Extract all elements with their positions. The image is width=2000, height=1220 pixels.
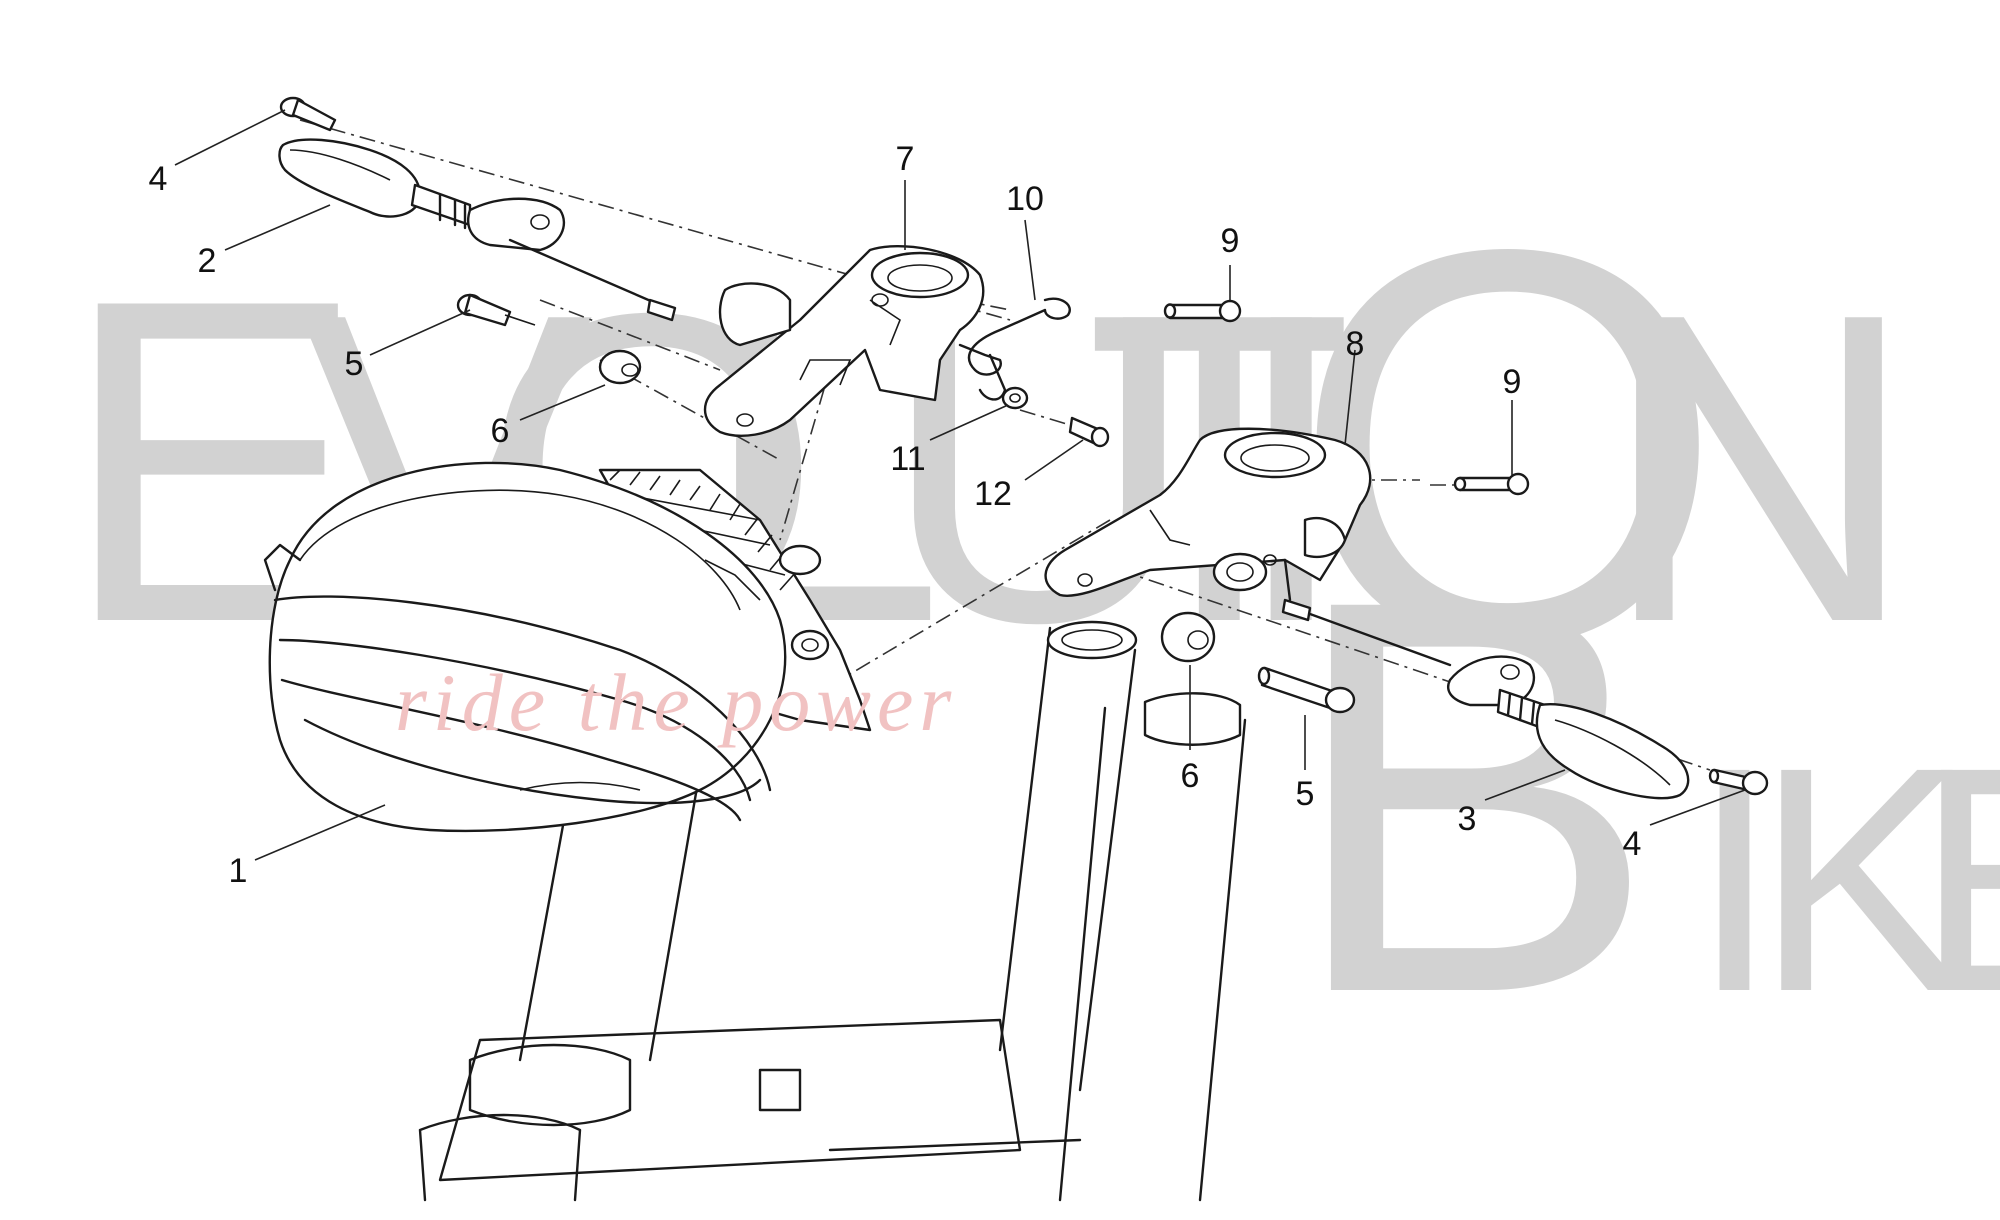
- right-bracket-pin: [1453, 472, 1530, 496]
- watermark-letter: E: [1915, 700, 2000, 1058]
- left-mounting-bracket: [703, 244, 985, 437]
- callout-5-left-bolt: 5: [345, 345, 364, 383]
- callout-11-washer: 11: [890, 440, 925, 478]
- watermark-letter: B: [1285, 483, 1659, 1109]
- callout-6-left-spacer: 6: [491, 412, 510, 450]
- callout-12-screw: 12: [974, 475, 1012, 513]
- headlight-unit: [263, 461, 872, 833]
- watermark-letter: K: [1755, 700, 1968, 1058]
- right-mounting-bracket: [1044, 427, 1372, 602]
- bracket-clip-spring: [958, 297, 1071, 401]
- callout-1-headlight: 1: [229, 852, 248, 890]
- right-mount-bolt: [1257, 666, 1356, 714]
- callout-9-upper-pin: 9: [1221, 222, 1240, 260]
- left-mount-bolt: [456, 293, 536, 327]
- fork-assembly: [418, 620, 1247, 1202]
- left-indicator-screw: [279, 96, 337, 132]
- right-indicator-screw: [1708, 768, 1769, 796]
- callout-7-left-bracket: 7: [896, 140, 915, 178]
- small-washer: [1001, 386, 1029, 410]
- callout-3-right-indicator: 3: [1458, 800, 1477, 838]
- callout-leader-lines: [174, 109, 1746, 861]
- callout-4-left-screw: 4: [149, 160, 168, 198]
- callout-2-left-indicator: 2: [198, 242, 217, 280]
- callout-4-right-screw: 4: [1623, 825, 1642, 863]
- watermark-tagline: ride the power: [395, 657, 957, 748]
- watermark-letter: I: [1690, 700, 1779, 1058]
- watermark-bike-word: B I K E: [1285, 483, 2000, 1109]
- upper-bracket-pin: [1163, 299, 1242, 323]
- small-set-screw: [1068, 416, 1110, 448]
- left-rubber-spacer: [598, 349, 642, 385]
- right-rubber-spacer: [1160, 611, 1216, 663]
- callout-8-right-bracket: 8: [1346, 325, 1365, 363]
- right-turn-indicator: [1281, 598, 1690, 800]
- watermark-letter: N: [1600, 223, 1918, 714]
- callout-6-right-spacer: 6: [1181, 757, 1200, 795]
- callout-10-spring: 10: [1006, 180, 1044, 218]
- callout-5-right-bolt: 5: [1296, 775, 1315, 813]
- callout-labels: 1 2 3 4 4 5 5 6 6 7 8 9 9 10 11 12: [149, 140, 1642, 890]
- callout-9-right-pin: 9: [1503, 363, 1522, 401]
- left-turn-indicator: [278, 138, 677, 322]
- watermark-letter: O: [1290, 133, 1726, 759]
